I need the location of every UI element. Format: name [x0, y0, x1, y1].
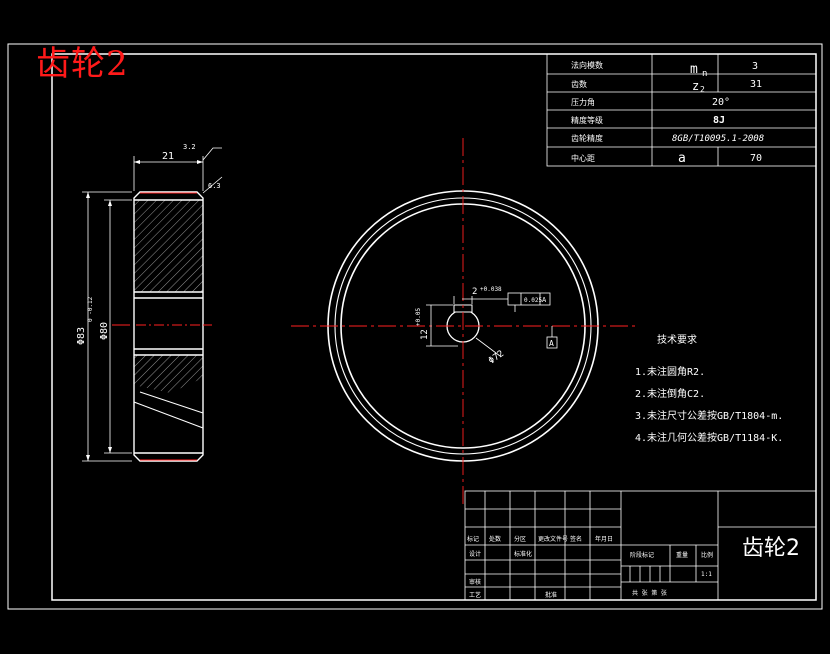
- param-label-teeth: 齿数: [571, 79, 587, 89]
- param-symbol-module: m: [690, 62, 698, 77]
- param-value-teeth: 31: [750, 79, 762, 90]
- tb-hdr-signature: 签名: [570, 535, 582, 543]
- tb-row-process: 工艺: [469, 591, 481, 599]
- roughness-top: 3.2: [183, 143, 196, 151]
- tb-hdr-zone: 分区: [514, 535, 526, 543]
- tb-row-design: 设计: [469, 550, 481, 558]
- tb-std-label: 标准化: [514, 550, 532, 558]
- param-label-center-distance: 中心距: [571, 153, 595, 163]
- section-view: 21 3.2 6.3 Φ83 0 -0.12 Φ80: [76, 143, 223, 462]
- tb-hdr-change-doc: 更改文件号: [538, 535, 568, 543]
- tb-scale-label: 比例: [701, 551, 713, 559]
- hatch-lower: [134, 355, 203, 393]
- param-symbol-teeth-sub: 2: [700, 85, 705, 94]
- dim-outer-diameter: Φ83: [76, 327, 87, 345]
- title-block-part-name: 齿轮2: [742, 536, 800, 561]
- roughness-side: 6.3: [208, 182, 221, 190]
- dim-face-width: 21: [162, 151, 174, 162]
- gtol-datum: A: [542, 296, 547, 304]
- inner-border: [51, 53, 817, 601]
- notes-heading: 技术要求: [657, 333, 697, 346]
- note-3: 3.未注尺寸公差按GB/T1804-m.: [635, 409, 783, 422]
- note-1: 1.未注圆角R2.: [635, 365, 705, 378]
- param-value-module: 3: [752, 61, 758, 72]
- tb-row-review: 审核: [469, 578, 481, 586]
- param-symbol-teeth: z: [692, 79, 699, 93]
- drawing-title: 齿轮2: [36, 44, 129, 84]
- tb-hdr-date: 年月日: [595, 535, 613, 543]
- dim-bore-radius: Φ72: [487, 349, 506, 367]
- dim-keyway-width: 2: [472, 287, 477, 297]
- dim-bore-tolerance: +0.05: [415, 308, 422, 326]
- tb-weight-label: 重量: [676, 551, 688, 559]
- outer-border: [7, 43, 823, 610]
- param-symbol-module-sub: n: [702, 69, 707, 79]
- param-value-center-distance: 70: [750, 153, 762, 164]
- dim-outer-tolerance: 0 -0.12: [87, 296, 94, 322]
- tb-hdr-mark: 标记: [467, 535, 479, 543]
- param-value-pressure-angle: 20°: [712, 97, 730, 108]
- technical-notes: 技术要求 1.未注圆角R2. 2.未注倒角C2. 3.未注尺寸公差按GB/T18…: [635, 333, 783, 444]
- param-label-accuracy-grade: 精度等级: [571, 115, 603, 125]
- dim-root-diameter: Φ80: [99, 322, 110, 340]
- tb-stage-label: 阶段标记: [630, 551, 654, 559]
- tb-hdr-count: 处数: [489, 535, 501, 543]
- param-symbol-center-distance: a: [678, 151, 686, 166]
- tb-approve-label: 批准: [545, 591, 557, 599]
- note-4: 4.未注几何公差按GB/T1184-K.: [635, 431, 783, 444]
- note-2: 2.未注倒角C2.: [635, 387, 705, 400]
- params-table: [546, 53, 817, 167]
- param-label-module: 法向模数: [571, 60, 603, 70]
- hatch-upper: [134, 200, 203, 292]
- gtol-value: 0.025: [524, 297, 542, 304]
- title-block: [464, 490, 817, 601]
- param-value-accuracy-grade: 8J: [713, 115, 725, 126]
- tb-scale-value: 1:1: [701, 571, 712, 578]
- datum-a: A: [549, 339, 554, 348]
- dim-keyway-tolerance: +0.038: [480, 286, 502, 293]
- front-view: 2 +0.038 0.025 A A 12 +0.05 Φ72: [291, 138, 635, 505]
- tb-sheet-text: 共 张 第 张: [632, 589, 667, 597]
- dim-bore: 12: [420, 329, 430, 340]
- param-value-accuracy-standard: 8GB/T10095.1-2008: [672, 134, 764, 144]
- param-label-accuracy-standard: 齿轮精度: [571, 133, 603, 143]
- param-label-pressure-angle: 压力角: [571, 97, 595, 107]
